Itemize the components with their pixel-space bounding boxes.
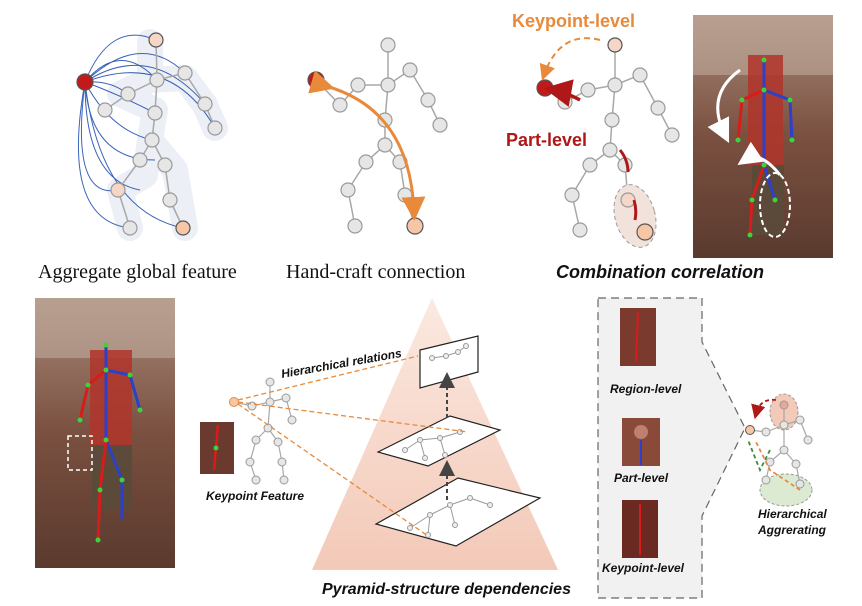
label-hierarchical-relations: Hierarchical relations	[280, 346, 403, 381]
handcraft-arrow	[308, 70, 426, 221]
hierarchical-panel: Region-level Part-level Keypoint-level	[597, 297, 746, 599]
caption-pyramid: Pyramid-structure dependencies	[322, 581, 571, 598]
label-hierarchical-aggregating-1: Hierarchical	[758, 507, 827, 521]
caption-handcraft: Hand-craft connection	[286, 261, 465, 283]
small-skeleton	[229, 377, 297, 485]
caption-combination: Combination correlation	[556, 262, 764, 282]
skeleton-nodes	[97, 32, 223, 236]
label-hierarchical-aggregating-2: Aggrerating	[757, 523, 827, 537]
label-part-level-top: Part-level	[506, 130, 587, 150]
pyramid: Hierarchical relations Pyramid-structure…	[237, 298, 571, 598]
photo-bottom-left	[35, 298, 175, 568]
panel-combination: Keypoint-level Part-level Combination co…	[506, 11, 764, 282]
label-keypoint-feature: Keypoint Feature	[206, 489, 304, 503]
keypoint-feature-crop: Keypoint Feature	[200, 422, 304, 503]
label-keypoint-level: Keypoint-level	[602, 561, 685, 575]
aggregating-skeleton: Hierarchical Aggrerating	[745, 393, 827, 537]
photo-top-right	[693, 15, 833, 258]
panel-handcraft: Hand-craft connection	[286, 37, 465, 283]
label-region-level: Region-level	[610, 382, 682, 396]
panel-aggregate: Aggregate global feature	[38, 29, 237, 283]
label-keypoint-level-top: Keypoint-level	[512, 11, 635, 31]
caption-aggregate: Aggregate global feature	[38, 261, 237, 283]
focus-node	[76, 73, 94, 91]
label-part-level: Part-level	[614, 471, 669, 485]
